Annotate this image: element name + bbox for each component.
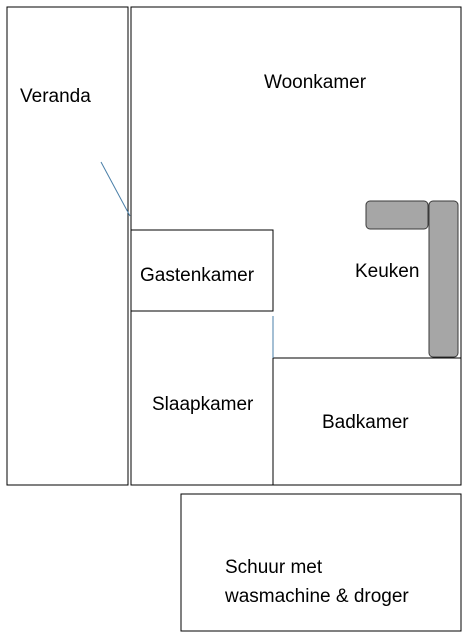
- door-veranda-swing: [100, 161, 131, 217]
- label-schuur-line1: Schuur met: [225, 557, 323, 578]
- room-badkamer: [272, 357, 462, 486]
- label-woonkamer: Woonkamer: [264, 72, 367, 93]
- label-slaapkamer: Slaapkamer: [152, 394, 254, 415]
- label-veranda: Veranda: [20, 86, 91, 107]
- label-gastenkamer: Gastenkamer: [140, 265, 255, 286]
- room-gastenkamer: [130, 229, 274, 312]
- label-badkamer: Badkamer: [322, 412, 409, 433]
- building-schuur: [180, 493, 462, 632]
- room-veranda: [6, 6, 129, 486]
- kitchen-counter-vertical: [428, 200, 459, 358]
- label-keuken: Keuken: [355, 261, 419, 282]
- kitchen-counter-horizontal: [365, 200, 429, 230]
- label-schuur-line2: wasmachine & droger: [224, 586, 409, 607]
